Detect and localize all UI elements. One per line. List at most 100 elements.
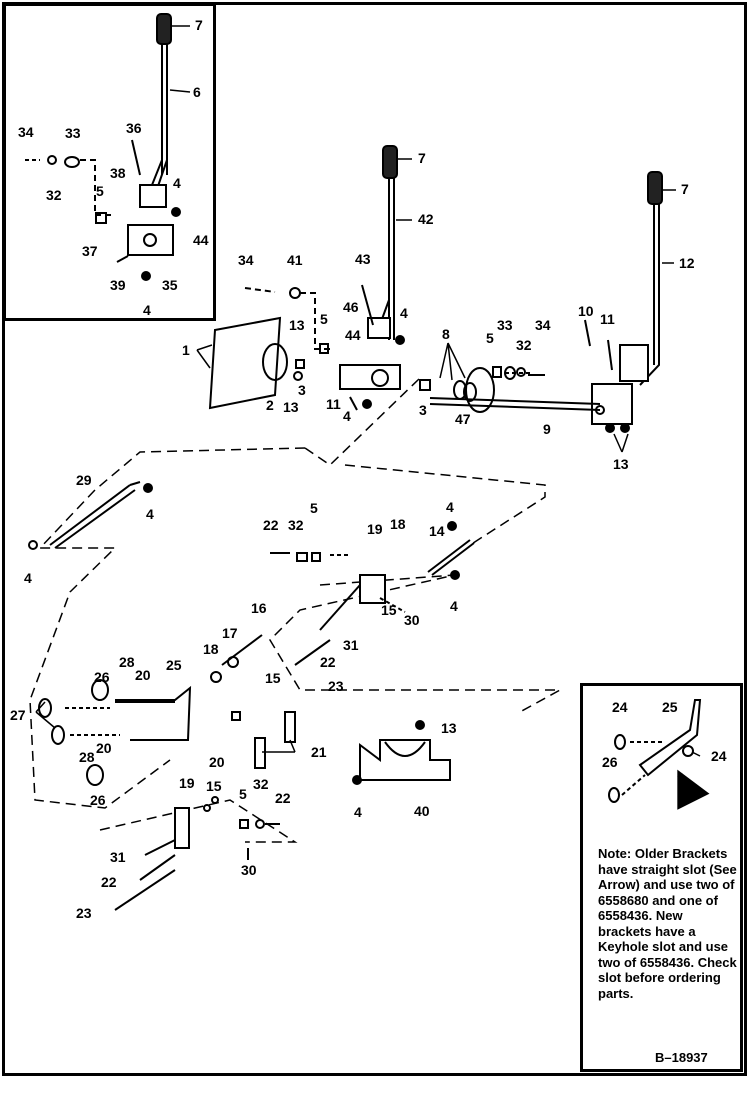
callout-18: 18 [203, 641, 219, 657]
callout-36: 36 [126, 120, 142, 136]
callout-37: 37 [82, 243, 98, 259]
callout-4: 4 [343, 408, 351, 424]
inset-detail-bracket [580, 683, 743, 1072]
inset-bracket-drawing [608, 699, 710, 810]
dashed-linkage-outlines [29, 377, 561, 843]
callout-7: 7 [418, 150, 426, 166]
callout-13: 13 [289, 317, 305, 333]
callout-23: 23 [328, 678, 344, 694]
callout-4: 4 [446, 499, 454, 515]
callout-22: 22 [101, 874, 117, 890]
callout-5: 5 [239, 786, 247, 802]
leader-lines [35, 25, 701, 757]
callout-18: 18 [390, 516, 406, 532]
callout-19: 19 [179, 775, 195, 791]
middle-linkage-drawing [28, 481, 475, 911]
callout-24: 24 [612, 699, 628, 715]
callout-21: 21 [311, 744, 327, 760]
callout-4: 4 [400, 305, 408, 321]
callout-34: 34 [535, 317, 551, 333]
callout-4: 4 [354, 804, 362, 820]
callout-32: 32 [253, 776, 269, 792]
callout-20: 20 [135, 667, 151, 683]
callout-16: 16 [251, 600, 267, 616]
callout-12: 12 [679, 255, 695, 271]
callout-5: 5 [96, 183, 104, 199]
inset-detail-lever [3, 3, 216, 321]
callout-4: 4 [173, 175, 181, 191]
callout-43: 43 [355, 251, 371, 267]
callout-44: 44 [193, 232, 209, 248]
callout-25: 25 [662, 699, 678, 715]
callout-8: 8 [442, 326, 450, 342]
drawing-frame [2, 2, 747, 1076]
callout-11: 11 [326, 396, 341, 412]
callout-4: 4 [450, 598, 458, 614]
callout-30: 30 [241, 862, 257, 878]
note-body: Older Brackets have straight slot (See A… [598, 846, 737, 1001]
callout-10: 10 [578, 303, 594, 319]
callout-40: 40 [414, 803, 430, 819]
callout-32: 32 [516, 337, 532, 353]
callout-labels: 7 6 34 33 36 32 38 5 4 37 44 39 35 4 7 4… [10, 17, 727, 921]
callout-34: 34 [18, 124, 34, 140]
note-text: Note: Older Brackets have straight slot … [598, 846, 738, 1001]
callout-31: 31 [110, 849, 126, 865]
callout-28: 28 [119, 654, 135, 670]
callout-5: 5 [320, 311, 328, 327]
callout-33: 33 [65, 125, 81, 141]
callout-15: 15 [206, 778, 222, 794]
main-lever-drawing [208, 145, 663, 433]
callout-2: 2 [266, 397, 274, 413]
callout-4: 4 [143, 302, 151, 318]
callout-14: 14 [429, 523, 445, 539]
callout-23: 23 [76, 905, 92, 921]
callout-47: 47 [455, 411, 471, 427]
callout-17: 17 [222, 625, 238, 641]
callout-27: 27 [10, 707, 26, 723]
callout-15: 15 [381, 602, 397, 618]
callout-33: 33 [497, 317, 513, 333]
callout-28: 28 [79, 749, 95, 765]
inset-lever-drawing [25, 13, 181, 281]
callout-3: 3 [419, 402, 427, 418]
callout-22: 22 [275, 790, 291, 806]
callout-31: 31 [343, 637, 359, 653]
callout-7: 7 [681, 181, 689, 197]
callout-30: 30 [404, 612, 420, 628]
callout-5: 5 [486, 330, 494, 346]
callout-1: 1 [182, 342, 190, 358]
note-label: Note: [598, 846, 632, 861]
callout-4: 4 [24, 570, 32, 586]
callout-13: 13 [613, 456, 629, 472]
figure-id: B–18937 [655, 1050, 708, 1065]
callout-42: 42 [418, 211, 434, 227]
callout-26: 26 [602, 754, 618, 770]
callout-32: 32 [46, 187, 62, 203]
callout-32: 32 [288, 517, 304, 533]
callout-11: 11 [600, 311, 615, 327]
callout-46: 46 [343, 299, 359, 315]
callout-39: 39 [110, 277, 126, 293]
callout-6: 6 [193, 84, 201, 100]
callout-4: 4 [146, 506, 154, 522]
callout-22: 22 [263, 517, 279, 533]
callout-44: 44 [345, 327, 361, 343]
callout-22: 22 [320, 654, 336, 670]
callout-29: 29 [76, 472, 92, 488]
callout-5: 5 [310, 500, 318, 516]
callout-9: 9 [543, 421, 551, 437]
callout-24: 24 [711, 748, 727, 764]
callout-20: 20 [209, 754, 225, 770]
callout-38: 38 [110, 165, 126, 181]
callout-13: 13 [283, 399, 299, 415]
callout-26: 26 [90, 792, 106, 808]
callout-26: 26 [94, 669, 110, 685]
callout-19: 19 [367, 521, 383, 537]
callout-3: 3 [298, 382, 306, 398]
callout-15: 15 [265, 670, 281, 686]
callout-13: 13 [441, 720, 457, 736]
callout-20: 20 [96, 740, 112, 756]
callout-34: 34 [238, 252, 254, 268]
